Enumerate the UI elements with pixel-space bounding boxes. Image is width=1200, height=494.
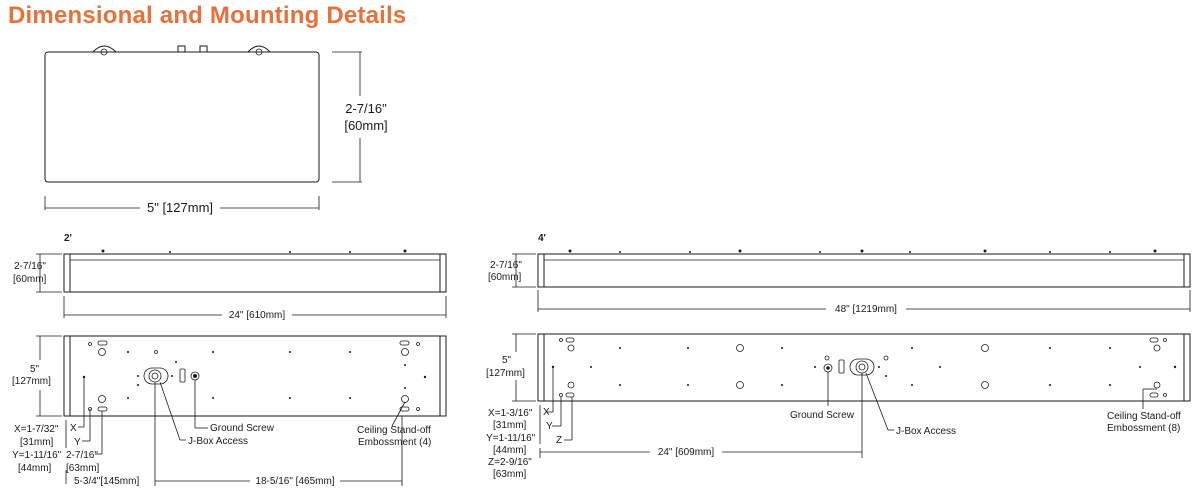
two-ft-y-mm: [44mm] [18, 463, 52, 474]
two-ft-inner-in: 2-7/16" [66, 450, 98, 461]
four-ft-z-val: Z=2-9/16" [488, 457, 532, 468]
four-ft-bottom-width-in: 5" [502, 355, 512, 366]
four-ft-standoff-2: Embossment (8) [1107, 423, 1180, 434]
two-ft-y-tag: Y [74, 437, 81, 448]
four-ft-x-tag: X [543, 407, 550, 418]
profile-bracket-b [199, 45, 208, 53]
two-ft-side-height-in: 2-7/16" [14, 261, 46, 272]
two-ft-offset: 5-3/4"[145mm] [74, 476, 139, 487]
two-ft-bottom-width-in: 5" [30, 364, 40, 375]
two-ft-y-val: Y=1-11/16" [12, 450, 62, 461]
profile-view: 5" [127mm] 2-7/16" [60mm] [44, 45, 388, 215]
profile-body [44, 51, 320, 183]
four-ft-y-mm: [44mm] [493, 445, 527, 456]
two-ft-side-view: 2-7/16" [60mm] 24" [610mm] [13, 249, 447, 321]
four-ft-spacing: 24" [609mm] [658, 447, 715, 458]
two-ft-spacing: 18-5/16" [465mm] [255, 476, 334, 487]
two-ft-x-mm: [31mm] [20, 437, 54, 448]
two-ft-x-val: X=1-7/32" [14, 424, 59, 435]
four-ft-y-val: Y=1-11/16" [486, 433, 536, 444]
two-ft-x-tag: X [70, 423, 77, 434]
four-ft-bottom-view: 5" [127mm] X Y Z X=1-3/16" [31mm] Y=1-11… [486, 333, 1191, 480]
two-ft-standoff-1: Ceiling Stand-off [357, 425, 431, 436]
four-ft-jbox: J-Box Access [896, 426, 956, 437]
four-ft-y-tag: Y [546, 421, 553, 432]
two-ft-ground-screw: Ground Screw [210, 423, 275, 434]
four-ft-x-mm: [31mm] [493, 420, 527, 431]
two-ft-inner-mm: [63mm] [66, 463, 100, 474]
profile-tab-left [92, 45, 117, 53]
two-ft-jbox: J-Box Access [188, 436, 248, 447]
two-ft-bottom-width-mm: [127mm] [12, 376, 51, 387]
four-ft-x-val: X=1-3/16" [488, 408, 533, 419]
page-title: Dimensional and Mounting Details [8, 2, 407, 29]
profile-bracket-a [177, 45, 186, 53]
profile-width-label: 5" [127mm] [147, 200, 213, 215]
four-ft-ground-screw: Ground Screw [790, 410, 855, 421]
four-ft-bottom-width-mm: [127mm] [486, 368, 525, 379]
two-ft-label: 2' [64, 233, 72, 244]
profile-tab-right [247, 45, 271, 53]
two-ft-side-length: 24" [610mm] [229, 310, 286, 321]
two-ft-side-height-mm: [60mm] [13, 274, 47, 285]
profile-height-in: 2-7/16" [345, 101, 387, 116]
four-ft-z-tag: Z [556, 435, 562, 446]
four-ft-label: 4' [538, 233, 546, 244]
profile-height-mm: [60mm] [344, 118, 387, 133]
two-ft-standoff-2: Embossment (4) [358, 437, 431, 448]
four-ft-side-height-in: 2-7/16" [490, 260, 522, 271]
four-ft-z-mm: [63mm] [493, 469, 527, 480]
four-ft-side-length: 48" [1219mm] [835, 304, 897, 315]
four-ft-side-height-mm: [60mm] [488, 272, 522, 283]
four-ft-side-view: 2-7/16" [60mm] 48" [1219mm] [488, 249, 1191, 315]
four-ft-standoff-1: Ceiling Stand-off [1107, 411, 1181, 422]
two-ft-bottom-view: 5" [127mm] X Y X=1-7/32" [31mm] Y=1-11/1… [12, 335, 447, 487]
